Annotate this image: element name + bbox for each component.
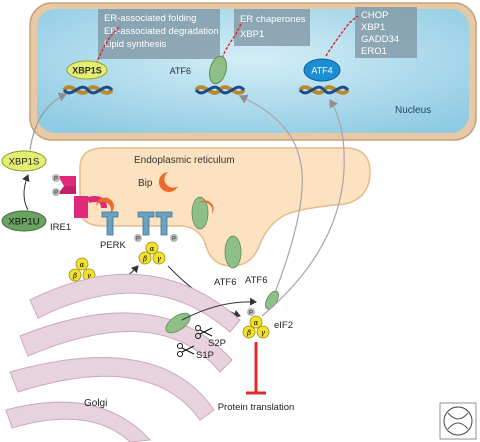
atf6-nuclear-factor xyxy=(208,55,228,85)
xbp1s-targets: ER-associated folding ER-associated degr… xyxy=(98,9,220,59)
eif2-free-beta: β xyxy=(72,272,77,280)
xbp1u-cytosol-label: XBP1U xyxy=(8,217,39,228)
eif2-bound-gamma: γ xyxy=(157,255,162,263)
eif2-bound-alpha: α xyxy=(150,245,155,253)
s2p-label: S2P xyxy=(208,338,226,349)
dna-site-atf6: ATF6 xyxy=(170,21,246,95)
ire1-phospho-1-label: P xyxy=(54,177,58,183)
atf6-target-2: XBP1 xyxy=(240,29,264,40)
perk-label: PERK xyxy=(100,240,127,251)
ire1-label: IRE1 xyxy=(50,222,71,233)
bip: Bip xyxy=(138,172,178,192)
xbp1s-target-2: ER-associated degradation xyxy=(104,26,219,37)
s1p-label: S1P xyxy=(196,350,214,361)
xbp1s-nuclear-factor xyxy=(66,60,108,80)
xbp1s-nuclear-label: XBP1S xyxy=(72,66,102,76)
perk-phospho-1-label: P xyxy=(136,237,140,243)
s2p-scissors-icon: S2P xyxy=(195,325,226,349)
atf6-cleaved-label: ATF6 xyxy=(245,275,268,286)
eif2-phospho: P α β γ eIF2 xyxy=(242,308,293,339)
atf6-er-label: ATF6 xyxy=(214,277,237,288)
xbp1s-to-nucleus-arrow xyxy=(29,92,68,151)
csh-logo xyxy=(439,402,477,440)
xbp1s-cytosol-label: XBP1S xyxy=(9,157,40,168)
atf4-target-4: ERO1 xyxy=(361,46,387,57)
perk-phospho-2 xyxy=(170,234,178,242)
ire1-phospho-1 xyxy=(52,174,60,182)
eif2-free-alpha: α xyxy=(80,261,85,269)
atf6-er-to-golgi-arrow xyxy=(181,297,257,321)
eif2-bound: α β γ xyxy=(138,241,166,265)
xbp1-splice-arrow xyxy=(22,174,30,211)
protein-translation-label: Protein translation xyxy=(218,402,295,413)
atf6-to-nucleus-arrow xyxy=(238,94,303,291)
eif2-phospho-gamma: γ xyxy=(261,329,266,337)
eif2-label: eIF2 xyxy=(274,320,293,331)
xbp1s-target-3: Lipid synthesis xyxy=(104,39,167,50)
atf4-targets: CHOP XBP1 GADD34 ERO1 xyxy=(355,7,417,58)
perk-dimer: P P xyxy=(134,211,178,243)
atf4-nuclear-factor xyxy=(303,58,341,82)
perk-phospho-1 xyxy=(134,234,142,242)
endoplasmic-reticulum xyxy=(79,147,371,267)
atf6-golgi xyxy=(165,312,191,334)
eif2-free: α β γ xyxy=(68,257,96,282)
ire1-phospho-2-label: P xyxy=(54,191,58,197)
ire1: P P IRE1 xyxy=(50,174,114,233)
translation-inhibition: Protein translation xyxy=(218,342,295,413)
perk-phospho-2-label: P xyxy=(172,237,176,243)
dna-site-atf4: ATF4 xyxy=(298,15,359,95)
xbp1u-cytosol: XBP1U xyxy=(1,210,47,232)
xbp1s-target-1: ER-associated folding xyxy=(104,13,196,24)
atf4-nuclear-label: ATF4 xyxy=(311,66,332,76)
ire1-phospho-2 xyxy=(52,188,60,196)
atf6-targets: ER chaperones XBP1 xyxy=(234,9,310,46)
atf6-nuclear-label: ATF6 xyxy=(170,66,191,76)
atf4-target-2: XBP1 xyxy=(361,22,385,33)
eif2-phospho-beta: β xyxy=(246,329,251,337)
bip-label: Bip xyxy=(138,178,153,189)
atf6-target-1: ER chaperones xyxy=(240,14,306,25)
atf6-cleaved: ATF6 xyxy=(245,275,280,310)
er-label: Endoplasmic reticulum xyxy=(134,155,235,166)
eif2-bound-beta: β xyxy=(142,255,147,263)
atf4-target-1: CHOP xyxy=(361,10,388,21)
eif2-free-gamma: γ xyxy=(87,272,92,280)
eif2-phospho-alpha: α xyxy=(254,319,259,327)
perk-monomer: PERK xyxy=(100,211,127,251)
golgi-label: Golgi xyxy=(84,398,107,409)
atf4-target-3: GADD34 xyxy=(361,34,399,45)
s1p-scissors-icon: S1P xyxy=(177,343,214,361)
nucleus-label: Nucleus xyxy=(395,105,431,116)
xbp1s-cytosol: XBP1S xyxy=(1,150,47,172)
atf4-to-nucleus-arrow xyxy=(261,98,345,317)
atf6-er: ATF6 xyxy=(191,196,242,288)
eif2-phospho-p: P xyxy=(249,311,253,317)
dna-site-xbp1s: XBP1S xyxy=(62,25,121,95)
